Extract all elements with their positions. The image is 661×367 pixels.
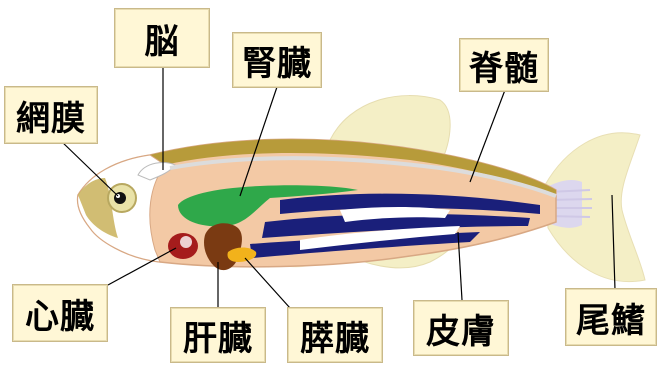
label-brain: 脳 [114,8,210,68]
label-skin: 皮膚 [413,300,509,356]
heart-highlight [180,236,192,248]
label-pancreas: 膵臓 [287,307,383,363]
label-liver: 肝臓 [170,307,266,363]
label-retina: 網膜 [4,86,98,144]
label-spinal-cord: 脊髄 [459,38,549,92]
label-heart: 心臓 [12,284,108,342]
label-kidney: 腎臓 [232,32,322,88]
label-tail-fin: 尾鰭 [565,288,657,346]
